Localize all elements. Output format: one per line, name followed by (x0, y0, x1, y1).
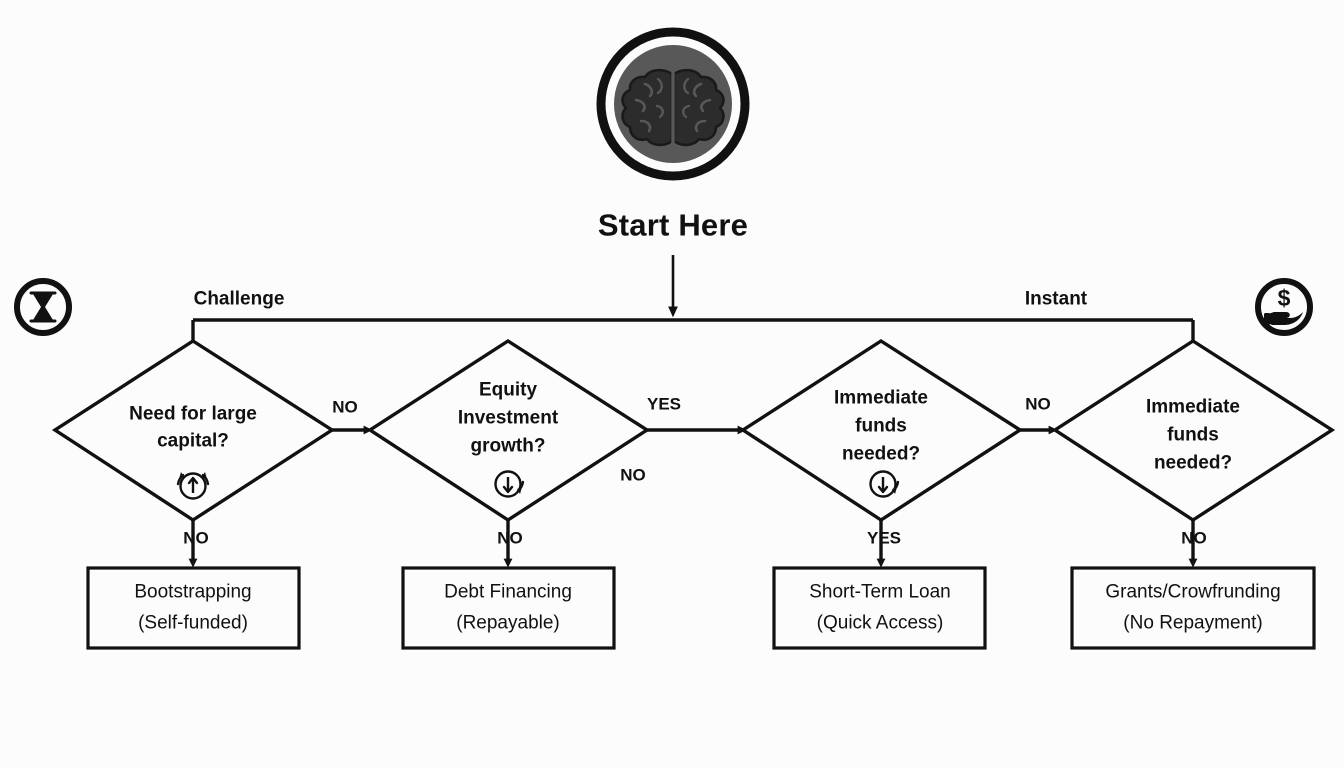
decision-label-immediate-funds-a-line3: needed? (841, 443, 921, 465)
brain-icon (621, 68, 725, 147)
outcome-label-bootstrapping-line1: Bootstrapping (134, 581, 252, 603)
decision-label-immediate-funds-b-line1: Immediate (1146, 396, 1240, 418)
outcome-box-grants-crowdfunding (1070, 566, 1316, 650)
decision-label-immediate-funds-a-line2: funds (855, 415, 907, 437)
edge-label-d2-bottom-no: NO (497, 528, 523, 548)
hand-holding-money-icon: $ (1255, 278, 1313, 336)
bus-label-challenge: Challenge (193, 288, 285, 310)
decision-label-equity-growth-line1: Equity (478, 379, 538, 401)
decision-equity-investment-growth (366, 338, 651, 523)
outcome-label-bootstrapping-line2: (Self-funded) (138, 612, 248, 634)
refresh-up-icon (176, 472, 210, 500)
decision-label-immediate-funds-b-line3: needed? (1153, 452, 1233, 474)
refresh-down-icon-2 (494, 470, 525, 498)
svg-text:$: $ (1278, 285, 1291, 311)
outcome-label-debt-financing-line1: Debt Financing (444, 581, 572, 603)
edge-label-d2-right-yes: YES (646, 394, 682, 414)
start-here-label: Start Here (597, 207, 749, 243)
outcome-box-debt-financing (401, 566, 616, 650)
decision-label-equity-growth-line2: Investment (457, 407, 559, 429)
decision-label-immediate-funds-b-line2: funds (1167, 424, 1219, 446)
outcome-box-bootstrapping (86, 566, 301, 650)
outcome-box-short-term-loan (772, 566, 987, 650)
decision-label-immediate-funds-a-line1: Immediate (834, 387, 928, 409)
bus-line (191, 318, 1195, 341)
bus-label-instant: Instant (1024, 288, 1088, 310)
edge-label-d1-bottom-no: NO (183, 528, 209, 548)
hourglass-icon (14, 278, 72, 336)
edge-label-d1-right-no: NO (332, 397, 358, 417)
dollar-sign-icon: $ (1278, 285, 1291, 311)
decision-label-need-large-capital-line2: capital? (157, 430, 229, 452)
decision-label-need-large-capital-line1: Need for large (129, 403, 257, 425)
edge-label-d3-bottom-yes: YES (866, 528, 902, 548)
outcome-label-grants-crowdfunding-line1: Grants/Crowfrunding (1105, 581, 1281, 603)
outcome-label-short-term-loan-line1: Short-Term Loan (809, 581, 951, 603)
outcome-label-short-term-loan-line2: (Quick Access) (816, 612, 944, 634)
refresh-down-icon-3 (869, 470, 900, 498)
edge-label-d2-right-no: NO (620, 465, 646, 485)
edge-label-d3-right-no: NO (1025, 394, 1051, 414)
outcome-label-grants-crowdfunding-line2: (No Repayment) (1123, 612, 1263, 634)
edge-label-d4-bottom-no: NO (1181, 528, 1207, 548)
outcome-label-debt-financing-line2: (Repayable) (456, 612, 560, 634)
decision-label-equity-growth-line3: growth? (470, 435, 546, 457)
